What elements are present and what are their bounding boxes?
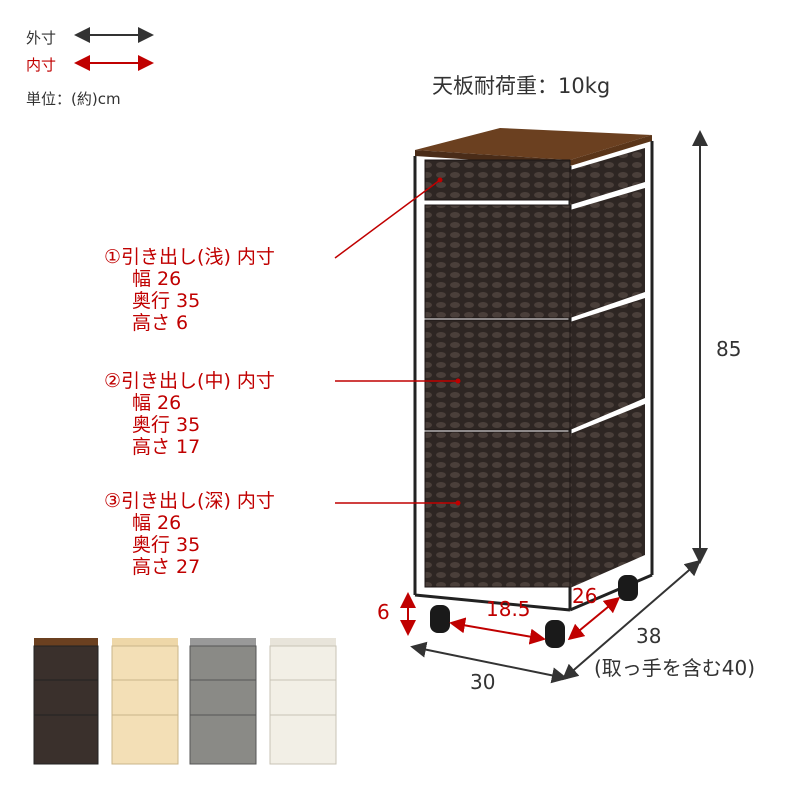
color-variant-gray (189, 638, 257, 765)
color-variant-white (269, 638, 337, 765)
drawer-spec-3: ③引き出し(深) 内寸 幅 26 奥行 35 高さ 27 (104, 490, 275, 578)
load-capacity: 天板耐荷重：10kg (432, 74, 611, 98)
drawer-height: 高さ 17 (132, 436, 201, 458)
drawer-width: 幅 26 (132, 512, 182, 534)
depth-dimension: 38 (636, 624, 662, 648)
cabinet (413, 128, 654, 648)
drawer-width: 幅 26 (132, 268, 182, 290)
drawer-title: ①引き出し(浅) 内寸 (104, 246, 275, 268)
caster-depth-dimension: 26 (572, 584, 598, 608)
color-variant-beige (111, 638, 179, 765)
unit-label: 単位：(約)cm (26, 90, 121, 108)
width-arrow (410, 641, 568, 684)
drawer-height: 高さ 6 (132, 312, 189, 334)
depth-note: (取っ手を含む40) (594, 656, 756, 680)
drawer-height: 高さ 27 (132, 556, 201, 578)
width-dimension: 30 (470, 670, 496, 694)
drawer-depth: 奥行 35 (132, 534, 201, 556)
drawer-spec-2: ②引き出し(中) 内寸 幅 26 奥行 35 高さ 17 (104, 370, 275, 458)
outer-dimension-label: 外寸 (26, 29, 57, 47)
inner-dimension-label: 内寸 (26, 56, 57, 74)
height-dimension: 85 (716, 337, 742, 361)
drawer-depth: 奥行 35 (132, 290, 201, 312)
drawer-title: ③引き出し(深) 内寸 (104, 490, 275, 512)
drawer-title: ②引き出し(中) 内寸 (104, 370, 275, 392)
depth-arrow (561, 559, 702, 681)
caster-depth-arrow (567, 596, 621, 641)
drawer-spec-1: ①引き出し(浅) 内寸 幅 26 奥行 35 高さ 6 (104, 246, 275, 334)
drawer-depth: 奥行 35 (132, 414, 201, 436)
drawer-width: 幅 26 (132, 392, 182, 414)
color-variant-brown (33, 638, 99, 765)
caster-width-arrow (449, 617, 546, 645)
caster-width-dimension: 18.5 (486, 597, 531, 621)
caster-height-dimension: 6 (377, 600, 390, 624)
